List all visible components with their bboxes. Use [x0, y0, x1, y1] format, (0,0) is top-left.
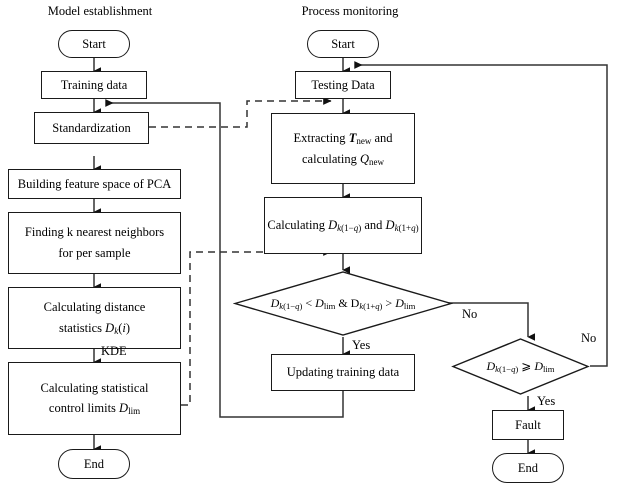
left-start-label: Start [82, 36, 106, 51]
pca-box[interactable]: Building feature space of PCA [8, 169, 181, 199]
control-limits-box[interactable]: Calculating statistical control limits D… [8, 362, 181, 435]
training-data-label: Training data [60, 77, 128, 92]
decision1-label: Dk(1−q) < Dlim & Dk(1+q) > Dlim [270, 296, 416, 311]
kde-edge-label: KDE [101, 344, 127, 358]
decision1-shape [233, 271, 453, 336]
limits-label-prefix: control limits [48, 401, 120, 416]
right-end-terminal[interactable]: End [492, 453, 564, 483]
distance-label-line1: Calculating distance [43, 300, 146, 315]
training-data-box[interactable]: Training data [41, 71, 147, 99]
calculating-prefix: Calculating [267, 218, 329, 233]
distance-label-prefix: statistics [58, 320, 106, 335]
decision1-no-label: No [462, 307, 478, 321]
right-end-label: End [517, 460, 539, 475]
left-end-terminal[interactable]: End [58, 449, 130, 479]
decision2-shape [451, 338, 590, 395]
distance-statistics-box[interactable]: Calculating distance statistics Dk(i) [8, 287, 181, 349]
distance-label-line2: statistics Dk(i) [58, 320, 131, 336]
decision2-no-label: No [581, 331, 597, 345]
decision1-yes-label: Yes [352, 338, 371, 352]
standardization-label: Standardization [52, 120, 131, 135]
updating-label: Updating training data [286, 365, 400, 380]
calculating-dk-box[interactable]: Calculating Dk(1−q) and Dk(1+q) [264, 197, 422, 254]
decision-fault-check[interactable]: Dk(1−q) ⩾ Dlim [451, 337, 590, 396]
right-start-label: Start [331, 36, 355, 51]
knn-label-line1: Finding k nearest neighbors [24, 225, 165, 240]
extracting-suffix: and [371, 130, 393, 145]
testing-data-label: Testing Data [311, 77, 375, 92]
testing-data-box[interactable]: Testing Data [295, 71, 391, 99]
extracting-box[interactable]: Extracting Tnew and calculating Qnew [271, 113, 415, 184]
extracting-label-line2: calculating Qnew [302, 151, 384, 167]
left-end-label: End [83, 456, 105, 471]
extracting-prefix: Extracting [293, 130, 349, 145]
decision2-label: Dk(1−q) ⩾ Dlim [486, 359, 555, 374]
calculating-conjunction: and [361, 218, 386, 233]
extracting-label-line1: Extracting Tnew and [293, 130, 393, 146]
knn-label-line2: for per sample [58, 246, 131, 260]
left-start-terminal[interactable]: Start [58, 30, 130, 58]
updating-training-data-box[interactable]: Updating training data [271, 354, 415, 391]
decision2-yes-label: Yes [537, 394, 556, 408]
standardization-box[interactable]: Standardization [34, 112, 149, 144]
right-column-title: Process monitoring [301, 4, 399, 18]
right-start-terminal[interactable]: Start [307, 30, 379, 58]
knn-box[interactable]: Finding k nearest neighbors for per samp… [8, 212, 181, 274]
calculating-q-prefix: calculating [302, 151, 360, 166]
fault-label: Fault [515, 417, 541, 432]
decision-limits-check[interactable]: Dk(1−q) < Dlim & Dk(1+q) > Dlim [233, 270, 453, 337]
limits-label-line2: control limits Dlim [48, 401, 141, 417]
fault-box[interactable]: Fault [492, 410, 564, 440]
left-column-title: Model establishment [47, 4, 153, 18]
pca-label: Building feature space of PCA [17, 176, 172, 191]
calculating-dk-label: Calculating Dk(1−q) and Dk(1+q) [267, 218, 419, 234]
limits-label-line1: Calculating statistical [40, 380, 149, 395]
